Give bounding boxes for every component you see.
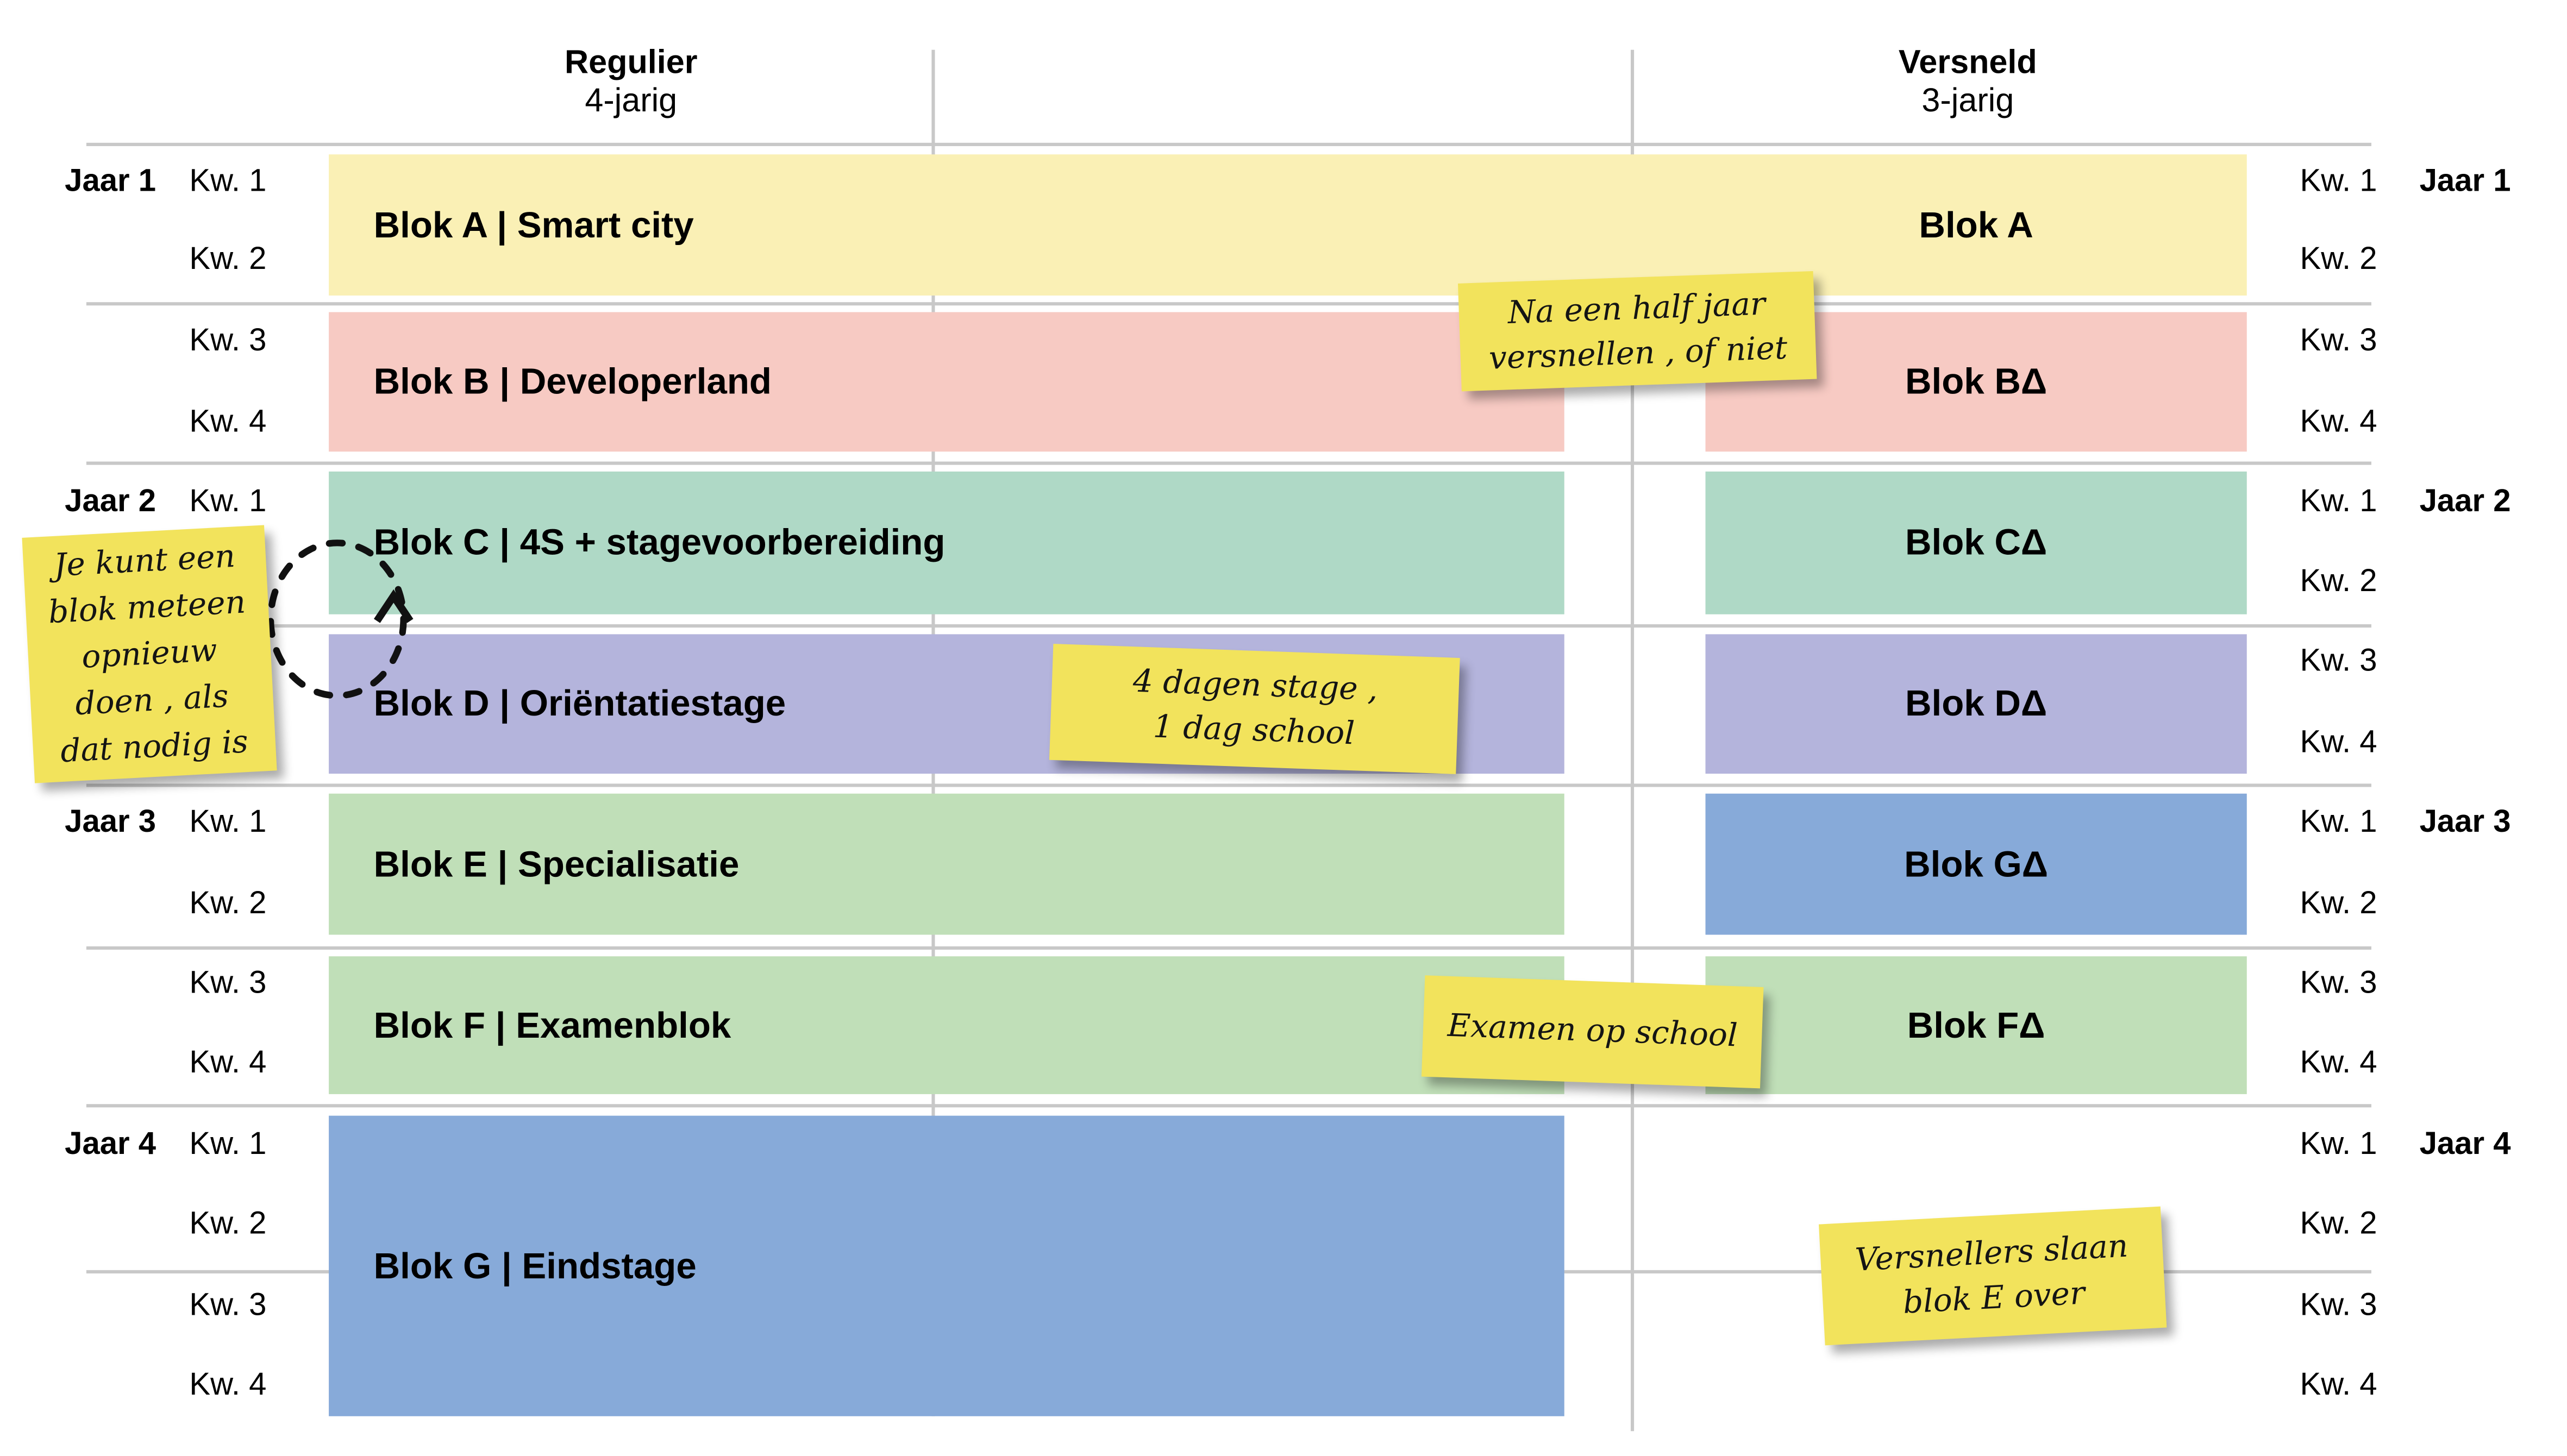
left-year-2: Jaar 2 [65, 485, 156, 520]
right-y2-q4: Kw. 4 [2300, 725, 2377, 761]
block-d-delta-bar: Blok DΔ [1705, 634, 2247, 774]
grid-line-year2-3 [86, 783, 2371, 787]
block-g-delta-bar: Blok GΔ [1705, 793, 2247, 935]
right-y1-q4: Kw. 4 [2300, 405, 2377, 440]
block-c-label: Blok C | 4S + stagevoorbereiding [373, 521, 946, 563]
block-f-label: Blok F | Examenblok [373, 1003, 731, 1045]
right-y1-q2: Kw. 2 [2300, 242, 2377, 278]
block-a-right-label: Blok A [1919, 203, 2033, 245]
block-d-delta-label: Blok DΔ [1905, 682, 2048, 724]
sticky-note-versnellers: Versnellers slaan blok E over [1819, 1206, 2167, 1346]
sticky-note-versnellers-line1: Versnellers slaan [1854, 1227, 2129, 1278]
left-y4-q4: Kw. 4 [189, 1368, 267, 1403]
right-y1-q1: Kw. 1 [2300, 164, 2377, 199]
right-y3-q2: Kw. 2 [2300, 886, 2377, 922]
left-y2-q1: Kw. 1 [189, 485, 267, 520]
sticky-note-opnieuw-line3: opnieuw [80, 632, 218, 676]
repeat-loop-arrowhead [373, 589, 414, 623]
block-f-bar: Blok F | Examenblok [329, 956, 1564, 1094]
right-y2-q1: Kw. 1 [2300, 485, 2377, 520]
right-year-2: Jaar 2 [2419, 485, 2511, 520]
left-y3-q1: Kw. 1 [189, 805, 267, 840]
block-c-bar: Blok C | 4S + stagevoorbereiding [329, 471, 1564, 614]
block-g-label: Blok G | Eindstage [373, 1244, 697, 1286]
grid-line-y3-mid [86, 946, 2371, 950]
block-c-delta-label: Blok CΔ [1905, 521, 2048, 563]
right-y2-q2: Kw. 2 [2300, 564, 2377, 600]
left-year-1: Jaar 1 [65, 164, 156, 199]
right-y3-q3: Kw. 3 [2300, 966, 2377, 1001]
left-y1-q1: Kw. 1 [189, 164, 267, 199]
right-year-4: Jaar 4 [2419, 1127, 2511, 1163]
grid-line-header [86, 142, 2371, 146]
left-y4-q1: Kw. 1 [189, 1127, 267, 1163]
sticky-note-opnieuw: Je kunt een blok meteen opnieuw doen , a… [22, 525, 277, 783]
block-f-delta-label: Blok FΔ [1907, 1003, 2045, 1045]
sticky-note-stage-line2: 1 dag school [1152, 708, 1355, 752]
left-y1-q2: Kw. 2 [189, 242, 267, 278]
left-y1-q4: Kw. 4 [189, 405, 267, 440]
versneld-subtitle: 3-jarig [1921, 83, 2014, 120]
left-y3-q3: Kw. 3 [189, 966, 267, 1001]
left-year-4: Jaar 4 [65, 1127, 156, 1163]
block-d-label: Blok D | Oriëntatiestage [373, 682, 786, 724]
column-header-versneld: Versneld 3-jarig [1785, 45, 2150, 122]
sticky-note-examen-line1: Examen op school [1447, 1007, 1738, 1055]
sticky-note-halfjaar: Na een half jaar versnellen , of niet [1457, 271, 1817, 392]
block-a-bar: Blok A | Smart city Blok A [329, 154, 2247, 296]
sticky-note-stage: 4 dagen stage , 1 dag school [1049, 643, 1460, 774]
block-f-delta-bar: Blok FΔ [1705, 956, 2247, 1094]
block-a-label: Blok A | Smart city [373, 203, 694, 245]
left-y1-q3: Kw. 3 [189, 323, 267, 359]
grid-line-year1-2 [86, 461, 2371, 465]
right-y2-q3: Kw. 3 [2300, 644, 2377, 679]
right-y1-q3: Kw. 3 [2300, 323, 2377, 359]
block-b-bar: Blok B | Developerland [329, 312, 1564, 452]
left-y3-q4: Kw. 4 [189, 1046, 267, 1081]
right-y3-q4: Kw. 4 [2300, 1046, 2377, 1081]
sticky-note-opnieuw-line5: dat nodig is [59, 724, 249, 770]
block-b-delta-label: Blok BΔ [1905, 360, 2048, 402]
grid-line-year3-4 [86, 1104, 2371, 1108]
right-year-3: Jaar 3 [2419, 805, 2511, 840]
left-y4-q3: Kw. 3 [189, 1288, 267, 1323]
sticky-note-opnieuw-line2: blok meteen [47, 584, 247, 631]
sticky-note-opnieuw-line4: doen , als [74, 678, 230, 723]
sticky-note-examen: Examen op school [1421, 975, 1764, 1089]
grid-vline-right-column [1630, 49, 1635, 1432]
block-b-label: Blok B | Developerland [373, 360, 772, 402]
block-g-bar: Blok G | Eindstage [329, 1115, 1564, 1416]
block-e-bar: Blok E | Specialisatie [329, 793, 1564, 935]
block-c-delta-bar: Blok CΔ [1705, 471, 2247, 614]
regulier-subtitle: 4-jarig [585, 83, 678, 120]
left-y3-q2: Kw. 2 [189, 886, 267, 922]
right-y4-q1: Kw. 1 [2300, 1127, 2377, 1163]
right-y4-q4: Kw. 4 [2300, 1368, 2377, 1403]
sticky-note-stage-line1: 4 dagen stage , [1132, 663, 1379, 708]
right-y4-q2: Kw. 2 [2300, 1207, 2377, 1242]
left-year-3: Jaar 3 [65, 805, 156, 840]
grid-line-y2-mid [86, 624, 2371, 628]
sticky-note-versnellers-line2: blok E over [1902, 1274, 2086, 1321]
right-y3-q1: Kw. 1 [2300, 805, 2377, 840]
right-year-1: Jaar 1 [2419, 164, 2511, 199]
left-y4-q2: Kw. 2 [189, 1207, 267, 1242]
grid-line-y1-mid [86, 302, 2371, 306]
right-y4-q3: Kw. 3 [2300, 1288, 2377, 1323]
column-header-regulier: Regulier 4-jarig [448, 45, 813, 122]
versneld-title: Versneld [1898, 45, 2037, 81]
block-g-delta-label: Blok GΔ [1904, 842, 2049, 884]
regulier-title: Regulier [564, 45, 698, 81]
block-e-label: Blok E | Specialisatie [373, 842, 740, 884]
repeat-loop-dashed-circle [267, 539, 414, 699]
